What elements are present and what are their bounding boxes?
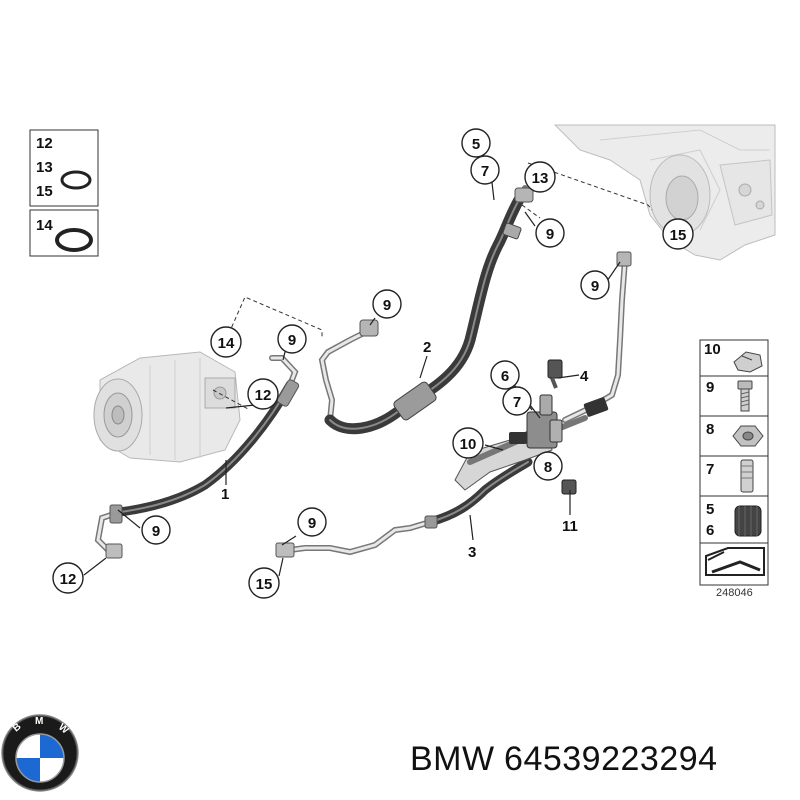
hose-1 bbox=[94, 355, 300, 559]
callout-15-bottom: 15 bbox=[248, 567, 280, 599]
legend-num-7: 7 bbox=[706, 461, 714, 478]
svg-text:5: 5 bbox=[472, 136, 480, 153]
callout-13-top: 13 bbox=[524, 161, 556, 193]
part-caption: BMW 64539223294 bbox=[410, 740, 790, 786]
clip-icon bbox=[733, 351, 763, 373]
caption-part-number: 64539223294 bbox=[504, 740, 718, 778]
label-part-3: 3 bbox=[468, 544, 476, 561]
shim-icon bbox=[705, 547, 765, 576]
svg-text:8: 8 bbox=[544, 459, 552, 476]
seal-legend-15: 15 bbox=[36, 183, 53, 200]
callout-9-top: 9 bbox=[535, 218, 565, 248]
callout-7-top: 7 bbox=[470, 155, 500, 185]
legend-num-5: 5 bbox=[706, 501, 714, 518]
callout-6: 6 bbox=[490, 360, 520, 390]
svg-text:15: 15 bbox=[670, 227, 687, 244]
ac-compressor-illustration bbox=[93, 351, 241, 463]
label-part-1: 1 bbox=[221, 486, 229, 503]
svg-text:14: 14 bbox=[218, 335, 235, 352]
svg-text:7: 7 bbox=[513, 394, 521, 411]
svg-text:9: 9 bbox=[383, 297, 391, 314]
callout-9-mid: 9 bbox=[372, 289, 402, 319]
engine-block-illustration bbox=[553, 124, 776, 261]
callout-14: 14 bbox=[210, 326, 242, 358]
callout-9-left: 9 bbox=[277, 324, 307, 354]
svg-text:7: 7 bbox=[481, 163, 489, 180]
svg-text:13: 13 bbox=[532, 170, 549, 187]
o-ring-large-icon bbox=[55, 228, 93, 252]
callout-9-right: 9 bbox=[580, 270, 610, 300]
legend-num-8: 8 bbox=[706, 421, 714, 438]
label-part-4: 4 bbox=[580, 368, 589, 385]
caption-brand: BMW bbox=[410, 740, 495, 778]
diagram-id: 248046 bbox=[716, 587, 753, 599]
svg-text:9: 9 bbox=[546, 226, 554, 243]
callout-7-mid: 7 bbox=[502, 386, 532, 416]
callout-10: 10 bbox=[452, 427, 484, 459]
seal-legend-12: 12 bbox=[36, 135, 53, 152]
svg-text:9: 9 bbox=[591, 278, 599, 295]
parts-legend: 10 9 8 7 5 6 bbox=[699, 339, 769, 599]
nut-icon bbox=[732, 425, 764, 447]
callout-9-bottom-mid: 9 bbox=[297, 507, 327, 537]
callout-9-bottom-left: 9 bbox=[141, 515, 171, 545]
legend-num-9: 9 bbox=[706, 379, 714, 396]
callout-12-bottom: 12 bbox=[52, 562, 84, 594]
svg-text:9: 9 bbox=[308, 515, 316, 532]
svg-text:10: 10 bbox=[460, 436, 477, 453]
hose-2 bbox=[318, 185, 534, 435]
svg-text:9: 9 bbox=[288, 332, 296, 349]
hose-3 bbox=[275, 457, 533, 558]
label-part-2: 2 bbox=[423, 339, 431, 356]
callout-15-top: 15 bbox=[662, 218, 694, 250]
svg-text:9: 9 bbox=[152, 523, 160, 540]
seal-ring-legend: 12 13 15 14 bbox=[29, 129, 99, 257]
valve-core-icon bbox=[740, 459, 754, 493]
label-part-11: 11 bbox=[562, 518, 578, 535]
o-ring-small-icon bbox=[60, 170, 92, 190]
svg-text:12: 12 bbox=[255, 387, 272, 404]
svg-text:6: 6 bbox=[501, 368, 509, 385]
cap-icon bbox=[734, 505, 762, 537]
callout-5-top: 5 bbox=[461, 128, 491, 158]
bmw-logo: B M W bbox=[1, 714, 79, 792]
expansion-valve-assembly bbox=[454, 359, 588, 495]
callout-8: 8 bbox=[533, 451, 563, 481]
callout-12-left: 12 bbox=[247, 378, 279, 410]
seal-legend-13: 13 bbox=[36, 159, 53, 176]
seal-legend-14: 14 bbox=[36, 217, 53, 234]
bolt-icon bbox=[737, 380, 753, 412]
pipe-to-engine bbox=[562, 251, 632, 423]
svg-text:15: 15 bbox=[256, 576, 273, 593]
legend-num-6: 6 bbox=[706, 522, 714, 539]
svg-text:12: 12 bbox=[60, 571, 77, 588]
legend-num-10: 10 bbox=[704, 341, 721, 358]
svg-text:M: M bbox=[35, 716, 43, 727]
